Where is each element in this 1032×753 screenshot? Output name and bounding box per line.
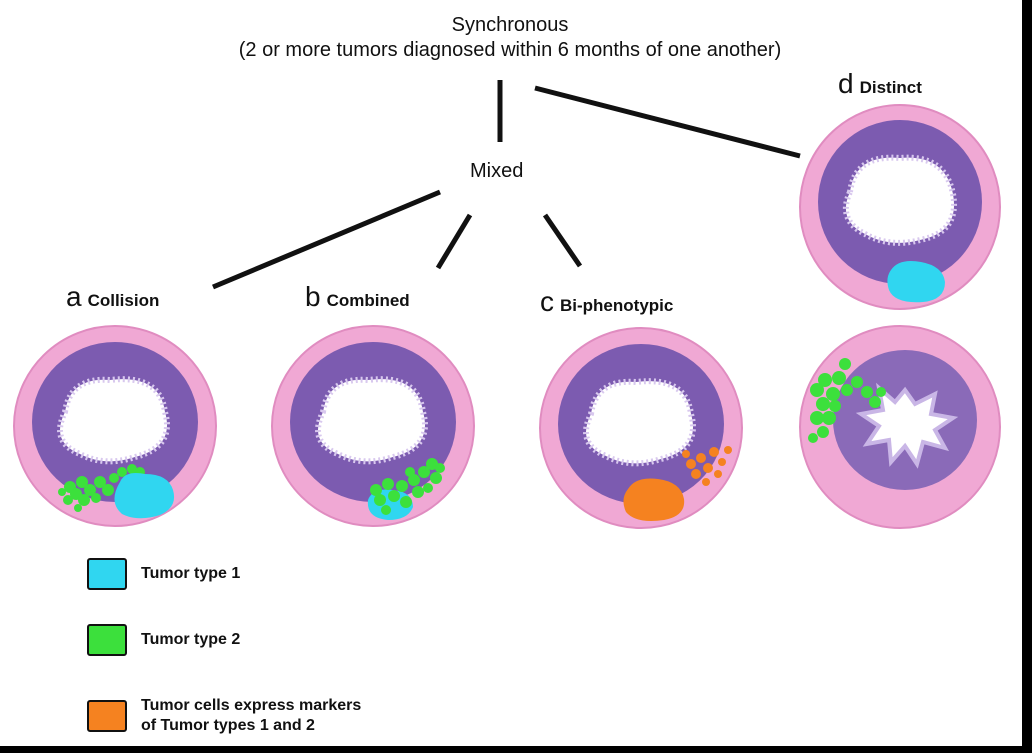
- legend-item-tumor-type-1: Tumor type 1: [87, 558, 240, 590]
- panel-d-letter: d: [838, 68, 854, 99]
- panel-c-label: c Bi-phenotypic: [540, 288, 673, 316]
- panel-a-name: Collision: [87, 291, 160, 310]
- tumor-type-1-mass: [887, 261, 945, 303]
- section-d-distinct-top: [795, 102, 1005, 312]
- panel-c-name: Bi-phenotypic: [560, 296, 674, 315]
- legend-item-tumor-type-2: Tumor type 2: [87, 624, 240, 656]
- panel-d-name: Distinct: [859, 78, 922, 97]
- legend-swatch-cyan: [87, 558, 127, 590]
- legend-text-tumor-mixed: Tumor cells express markers of Tumor typ…: [141, 697, 362, 734]
- connector-mixed-biphenotypic: [542, 213, 583, 268]
- section-b-combined: [268, 322, 478, 530]
- panel-b-label: b Combined: [305, 283, 410, 311]
- title-line-1: Synchronous: [451, 14, 569, 36]
- panel-b-letter: b: [305, 281, 321, 312]
- tumor-mixed-markers-mass: [623, 478, 685, 521]
- legend-item-tumor-mixed: Tumor cells express markers of Tumor typ…: [87, 696, 361, 736]
- tumor-mixed-markers-cluster: [682, 446, 732, 486]
- lumen: [843, 154, 957, 246]
- section-c-biphenotypic: [536, 324, 746, 532]
- section-d-distinct-bottom: [795, 322, 1005, 532]
- title-block: Synchronous (2 or more tumors diagnosed …: [180, 13, 840, 63]
- connector-mixed-collision: [212, 189, 441, 290]
- panel-c-letter: c: [540, 286, 554, 317]
- mixed-label: Mixed: [470, 160, 524, 182]
- legend-swatch-orange: [87, 700, 127, 732]
- section-a-collision: [10, 322, 220, 530]
- tumor-type-2-cluster: [808, 358, 886, 443]
- panel-a-label: a Collision: [66, 283, 159, 311]
- legend-text-tumor-type-2: Tumor type 2: [141, 631, 241, 648]
- legend-swatch-green: [87, 624, 127, 656]
- panel-b-name: Combined: [326, 291, 410, 310]
- lumen: [583, 378, 696, 467]
- panel-d-label: d Distinct: [838, 70, 922, 98]
- lumen: [315, 376, 428, 465]
- tumor-type-1-mass: [114, 473, 175, 519]
- lumen: [57, 376, 170, 465]
- connector-mixed-combined: [435, 213, 473, 270]
- connector-synchronous-distinct: [534, 85, 801, 159]
- title-line-2: (2 or more tumors diagnosed within 6 mon…: [238, 39, 782, 61]
- folded-lumen: [855, 382, 959, 469]
- tumor-type-2-cluster: [58, 464, 145, 512]
- tumor-type-2-cluster: [370, 458, 445, 515]
- legend-text-tumor-type-1: Tumor type 1: [141, 565, 241, 582]
- panel-a-letter: a: [66, 281, 82, 312]
